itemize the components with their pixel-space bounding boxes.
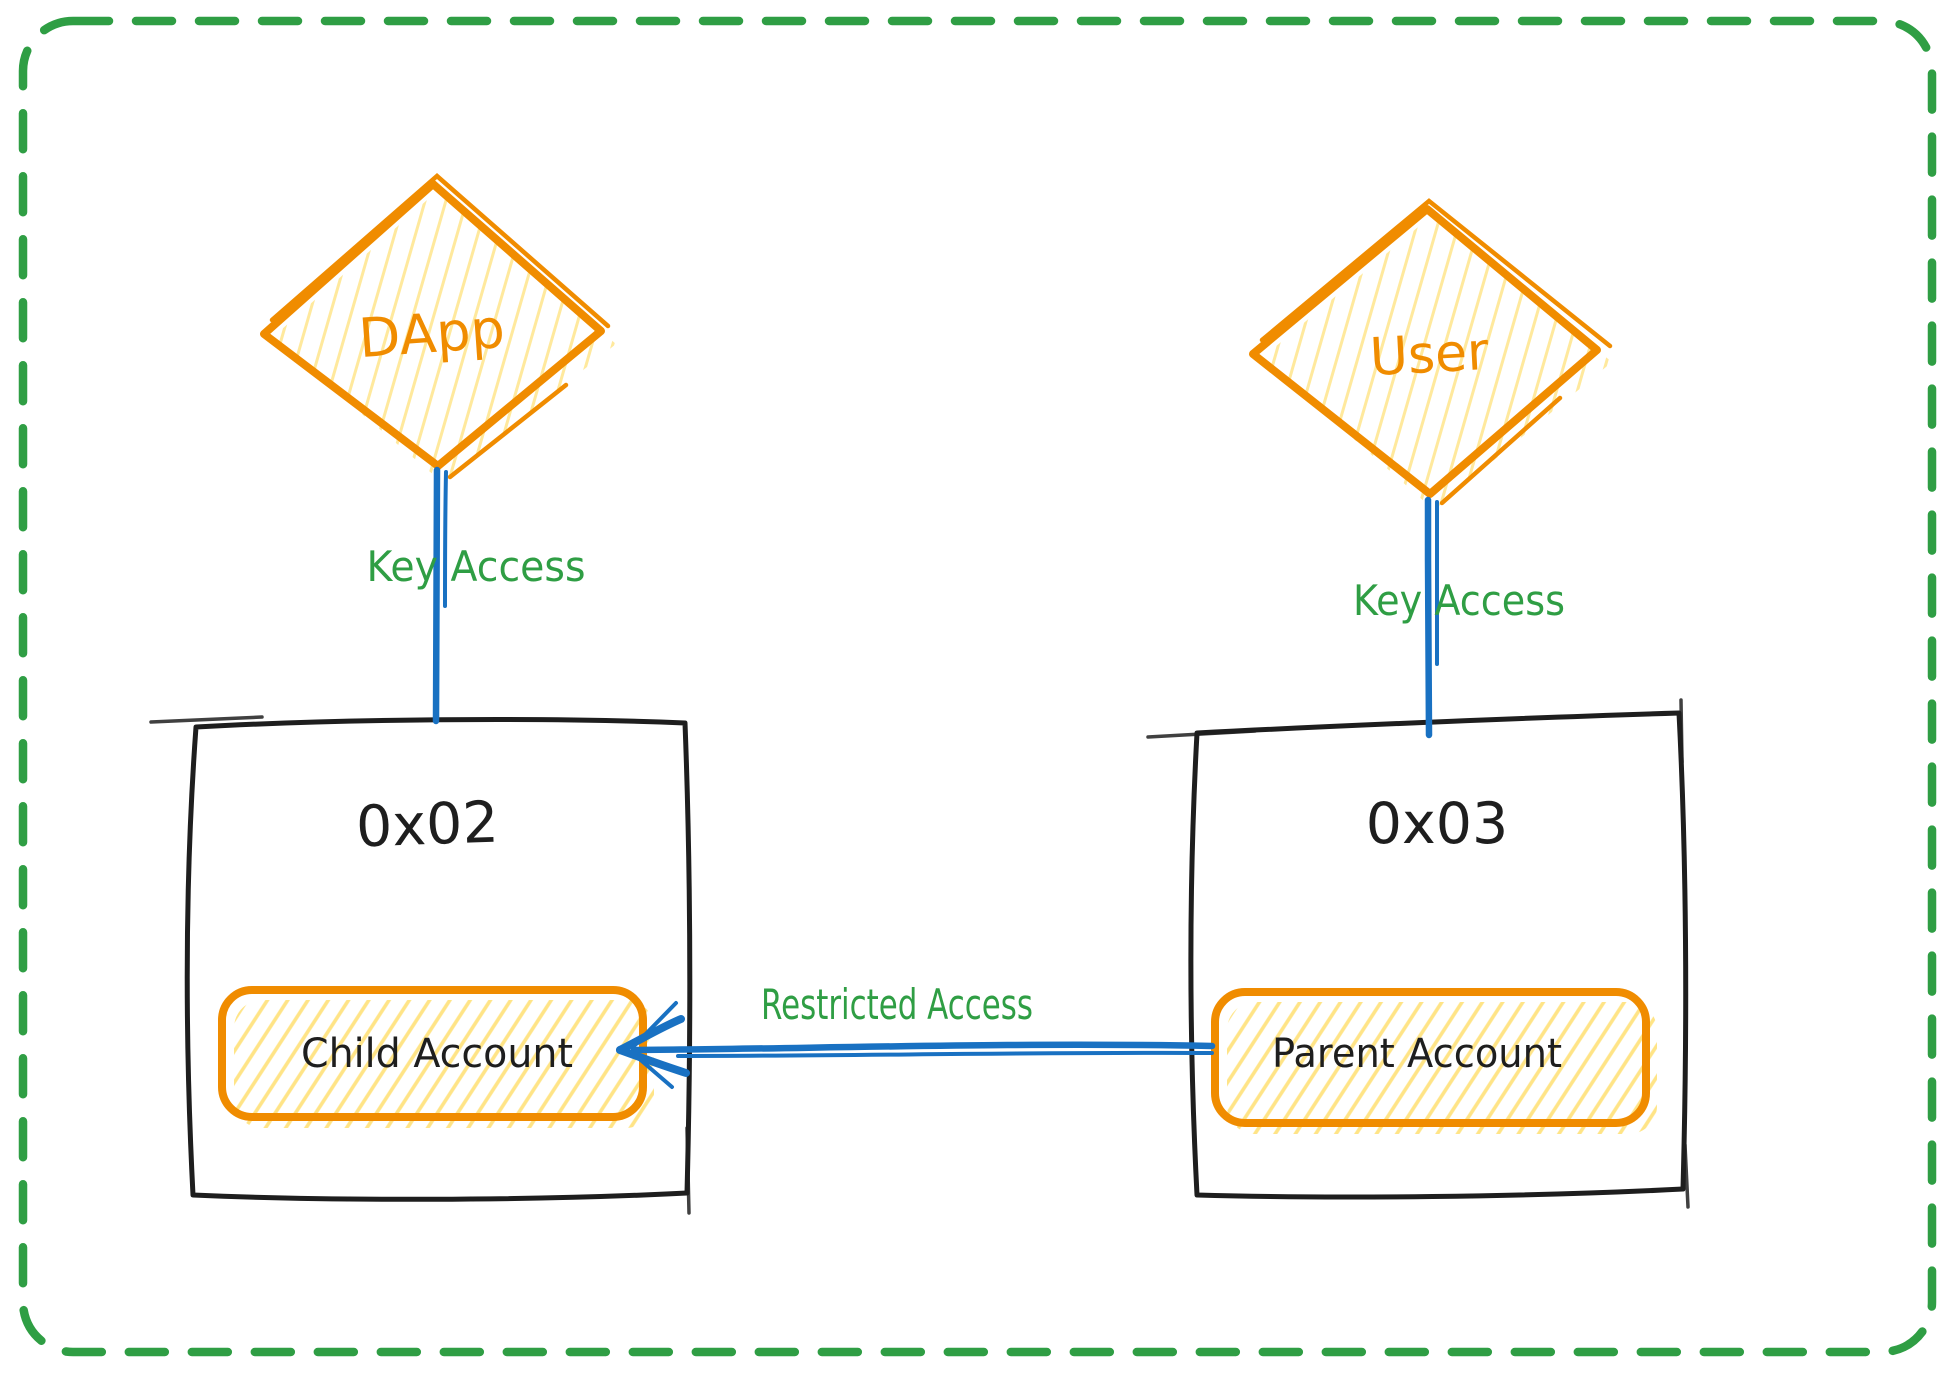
box-sketch-overshoot bbox=[1146, 729, 1257, 739]
parent-account-pill: Parent Account bbox=[1211, 988, 1657, 1134]
restricted-access-edge: Restricted Access bbox=[616, 980, 1216, 1089]
arrowhead-sketch-line bbox=[632, 1001, 678, 1048]
dapp-diamond-sketch-line bbox=[447, 382, 569, 480]
key-access-label-right: Key Access bbox=[1353, 576, 1565, 625]
arrowhead-barb-lower bbox=[616, 1046, 690, 1077]
user-diamond-shape bbox=[1249, 205, 1601, 498]
connector-line bbox=[1424, 496, 1433, 739]
parent-account-shape bbox=[1211, 988, 1650, 1127]
user-node: User bbox=[1249, 198, 1613, 510]
dapp-diamond-sketch-line bbox=[269, 173, 611, 329]
box-sketch-overshoot bbox=[685, 1126, 691, 1215]
parent-account-hatch bbox=[1227, 1002, 1657, 1134]
dapp-label: DApp bbox=[357, 297, 507, 370]
key-access-label-left: Key Access bbox=[367, 542, 586, 591]
user-diamond-sketch-line bbox=[1439, 395, 1563, 506]
arrow-line-double bbox=[676, 1050, 1214, 1058]
box-sketch-overshoot bbox=[1679, 698, 1684, 764]
child-account-hatch bbox=[234, 1000, 654, 1128]
dapp-node: DApp bbox=[260, 173, 616, 482]
wallet-address-0x03: 0x03 bbox=[1366, 791, 1509, 857]
parent-account-label: Parent Account bbox=[1272, 1031, 1562, 1077]
user-label: User bbox=[1368, 322, 1490, 388]
box-sketch-overshoot bbox=[1683, 1143, 1690, 1209]
boundary-frame bbox=[18, 16, 1937, 1357]
user-key-access-edge: Key Access bbox=[1353, 496, 1565, 739]
box-sketch-overshoot bbox=[149, 715, 264, 724]
arrowhead-sketch-line bbox=[634, 1054, 674, 1089]
dapp-key-access-edge: Key Access bbox=[367, 466, 586, 725]
arrow-line bbox=[630, 1041, 1216, 1054]
child-account-label: Child Account bbox=[301, 1031, 573, 1077]
user-diamond-hatch bbox=[1262, 217, 1612, 510]
child-account-shape bbox=[218, 986, 647, 1121]
user-diamond-sketch-line bbox=[1259, 198, 1613, 349]
dapp-diamond-shape bbox=[260, 180, 605, 470]
connector-line bbox=[432, 466, 441, 725]
arrowhead-barb-upper bbox=[616, 1015, 685, 1054]
wallet-address-0x02: 0x02 bbox=[355, 790, 500, 861]
restricted-access-label: Restricted Access bbox=[761, 980, 1033, 1029]
child-account-pill: Child Account bbox=[218, 986, 654, 1128]
connector-line-double bbox=[443, 470, 448, 608]
wallet-box-0x02: 0x02 bbox=[149, 715, 693, 1215]
